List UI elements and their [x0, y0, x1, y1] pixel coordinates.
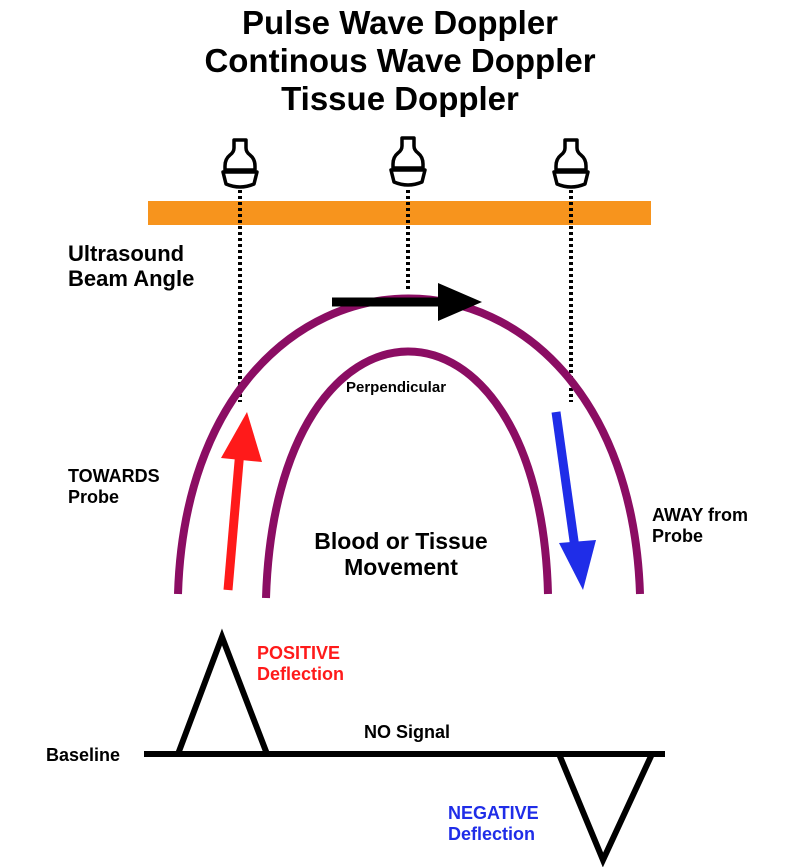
diagram-title: Pulse Wave Doppler Continous Wave Dopple… [0, 4, 800, 118]
positive-deflection-peak [175, 628, 270, 756]
movement-label: Blood or Tissue Movement [292, 528, 510, 581]
positive-label-line-1: POSITIVE [257, 643, 341, 663]
no-signal-label: NO Signal [364, 722, 451, 742]
away-probe-label: AWAY from Probe [652, 505, 748, 546]
vessel-inner-wall [262, 347, 552, 599]
perpendicular-flow-arrow [332, 283, 482, 321]
positive-label-line-2: Deflection [257, 663, 345, 684]
negative-deflection-trough [556, 752, 655, 867]
title-line-3: Tissue Doppler [281, 80, 519, 117]
probe-icon-center [389, 136, 427, 187]
beam-lines [238, 190, 573, 402]
negative-label-line-2: Deflection [448, 823, 536, 844]
movement-label-line-2: Movement [344, 554, 458, 581]
movement-label-line-1: Blood or Tissue [314, 528, 488, 554]
away-flow-arrow [551, 411, 596, 590]
beam-angle-label-line-1: Ultrasound [68, 241, 185, 266]
beam-angle-label: Ultrasound Beam Angle [68, 241, 194, 292]
beam-angle-label-line-2: Beam Angle [68, 266, 195, 292]
perpendicular-label: Perpendicular [346, 379, 447, 396]
away-label-line-1: AWAY from [652, 505, 749, 525]
probe-icon-right [552, 138, 590, 189]
towards-label-line-2: Probe [68, 486, 120, 507]
away-label-line-2: Probe [652, 525, 704, 546]
towards-flow-arrow [221, 412, 262, 591]
probe-icon-left [221, 138, 259, 189]
skin-surface-bar [148, 201, 651, 225]
negative-deflection-label: NEGATIVE Deflection [448, 803, 539, 844]
towards-label-line-1: TOWARDS [68, 466, 160, 486]
title-line-2: Continous Wave Doppler [204, 42, 596, 79]
towards-probe-label: TOWARDS Probe [68, 466, 160, 507]
negative-label-line-1: NEGATIVE [448, 803, 539, 823]
positive-deflection-label: POSITIVE Deflection [257, 643, 344, 684]
title-line-1: Pulse Wave Doppler [241, 4, 559, 41]
baseline-label: Baseline [46, 745, 121, 765]
